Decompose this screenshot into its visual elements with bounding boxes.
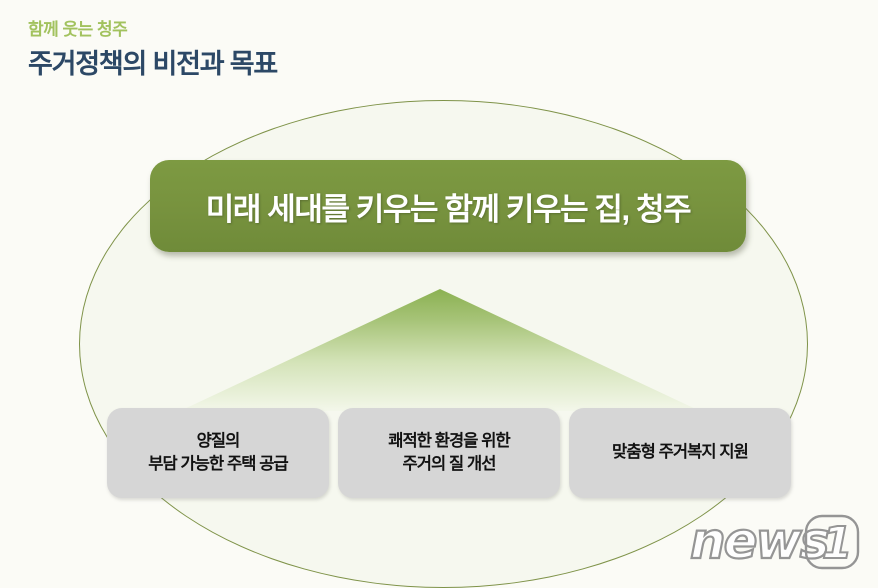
goal-label: 양질의 부담 가능한 주택 공급 [148,431,288,473]
vision-banner: 미래 세대를 키우는 함께 키우는 집, 청주 [150,160,746,252]
watermark-logotype: news 1 [689,511,860,571]
vision-statement: 미래 세대를 키우는 함께 키우는 집, 청주 [205,191,692,227]
goal-label: 쾌적한 환경을 위한 주거의 질 개선 [388,431,511,473]
watermark-numeral-frame [804,514,860,570]
goal-boxes-row: 양질의 부담 가능한 주택 공급 쾌적한 환경을 위한 주거의 질 개선 맞춤형… [107,408,791,498]
goal-box-welfare-support: 맞춤형 주거복지 지원 [569,408,791,498]
goal-box-quality-improvement: 쾌적한 환경을 위한 주거의 질 개선 [338,408,560,498]
goal-label: 맞춤형 주거복지 지원 [612,443,749,462]
header: 함께 웃는 청주 주거정책의 비전과 목표 [28,20,278,80]
page-title: 주거정책의 비전과 목표 [28,49,278,80]
slide-subtitle: 함께 웃는 청주 [28,20,128,39]
news1-watermark: news 1 [688,510,864,572]
pyramid-graphic [180,289,700,411]
goal-box-housing-supply: 양질의 부담 가능한 주택 공급 [107,408,329,498]
watermark-numeral: 1 [822,518,853,569]
